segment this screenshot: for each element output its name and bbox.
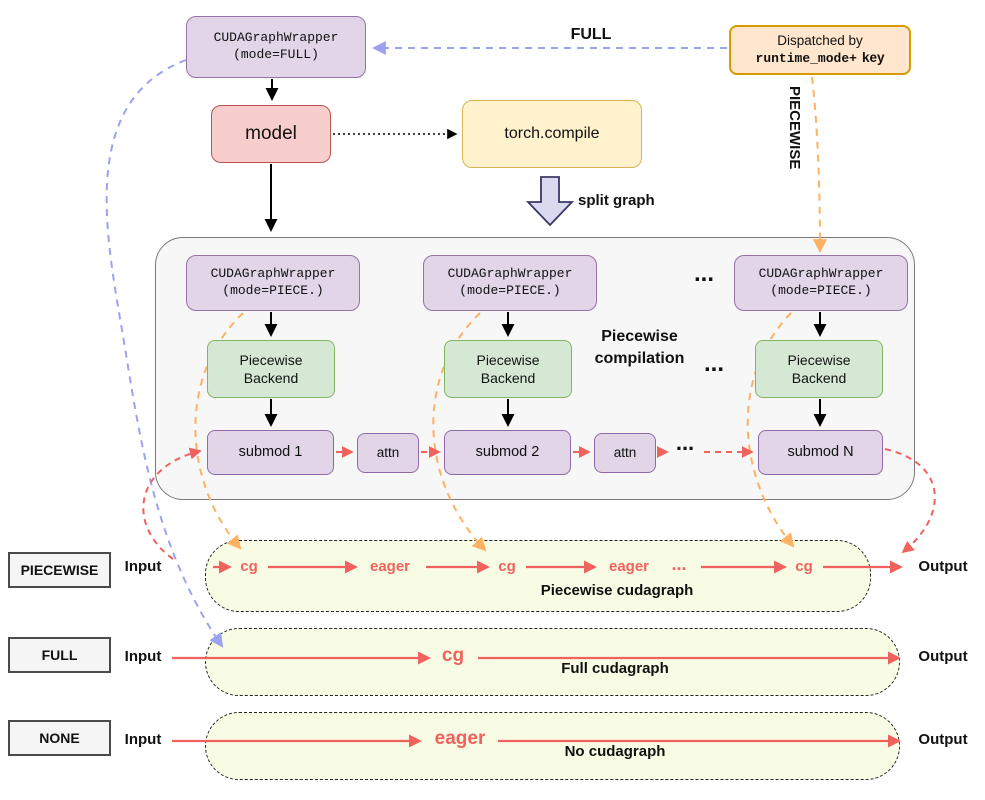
full-cudagraph-caption: Full cudagraph bbox=[561, 660, 669, 677]
dispatched-by-box: Dispatched by runtime_mode+key bbox=[729, 25, 911, 75]
piecewise-compilation-title: Piecewise compilation bbox=[572, 326, 707, 369]
piecewise-cg-2: cg bbox=[498, 558, 516, 575]
submodN-box: submod N bbox=[758, 430, 883, 475]
title-line2: compilation bbox=[594, 349, 685, 367]
piecewise-eager-1: eager bbox=[369, 558, 411, 575]
wrapper2-line2: (mode=PIECE.) bbox=[459, 283, 561, 298]
none-output-label: Output bbox=[918, 731, 968, 748]
wrapper2-line1: CUDAGraphWrapper bbox=[447, 266, 573, 282]
submod2-box: submod 2 bbox=[444, 430, 571, 475]
attn-box-2: attn bbox=[594, 433, 656, 473]
full-cudagraph-container bbox=[205, 628, 900, 696]
split-graph-label: split graph bbox=[578, 192, 655, 209]
wrapper3-line2: (mode=PIECE.) bbox=[770, 283, 872, 298]
wrapper1-line1: CUDAGraphWrapper bbox=[210, 266, 336, 282]
full-input-label: Input bbox=[124, 648, 162, 665]
cudagraph-wrapper-piece-box-2: CUDAGraphWrapper (mode=PIECE.) bbox=[423, 255, 597, 311]
cudagraph-wrapper-piece-box-1: CUDAGraphWrapper (mode=PIECE.) bbox=[186, 255, 360, 311]
backend3-line1: Piecewise bbox=[787, 351, 851, 368]
wrapper-full-line2: (mode=FULL) bbox=[233, 47, 319, 62]
piecewise-eager-2: eager bbox=[608, 558, 650, 575]
full-output-label: Output bbox=[918, 648, 968, 665]
piecewise-input-label: Input bbox=[124, 558, 162, 575]
dispatcher-line1: Dispatched by bbox=[777, 32, 863, 48]
backend1-line2: Backend bbox=[243, 370, 299, 386]
backend3-line2: Backend bbox=[791, 370, 847, 386]
no-cudagraph-container bbox=[205, 712, 900, 780]
tag-full: FULL bbox=[8, 637, 111, 673]
wrappers-ellipsis: ... bbox=[693, 260, 714, 287]
backend2-line1: Piecewise bbox=[476, 351, 540, 368]
backend1-line1: Piecewise bbox=[239, 351, 303, 368]
piecewise-arrow-label: PIECEWISE bbox=[786, 86, 803, 170]
none-eager-label: eager bbox=[434, 728, 486, 749]
piecewise-cg-3: cg bbox=[795, 558, 813, 575]
no-cudagraph-caption: No cudagraph bbox=[564, 743, 666, 760]
tag-piecewise: PIECEWISE bbox=[8, 552, 111, 588]
full-arrow-label: FULL bbox=[570, 26, 612, 43]
cudagraph-wrapper-piece-box-3: CUDAGraphWrapper (mode=PIECE.) bbox=[734, 255, 908, 311]
backend2-line2: Backend bbox=[480, 370, 536, 386]
wrapper1-line2: (mode=PIECE.) bbox=[222, 283, 324, 298]
piecewise-backend-box-2: Piecewise Backend bbox=[444, 340, 572, 398]
wrapper-full-line1: CUDAGraphWrapper bbox=[213, 30, 339, 46]
title-line1: Piecewise bbox=[601, 328, 678, 345]
cudagraph-wrapper-full-box: CUDAGraphWrapper (mode=FULL) bbox=[186, 16, 366, 78]
submods-ellipsis: ... bbox=[675, 430, 695, 455]
piecewise-cudagraph-caption: Piecewise cudagraph bbox=[540, 582, 694, 599]
backends-ellipsis: ... bbox=[703, 350, 724, 377]
dispatch-piecewise-arrow bbox=[811, 76, 827, 254]
attn-box-1: attn bbox=[357, 433, 419, 473]
dispatcher-suffix: key bbox=[861, 50, 885, 66]
dispatcher-code: runtime_mode+ bbox=[755, 51, 857, 67]
piecewise-backend-box-3: Piecewise Backend bbox=[755, 340, 883, 398]
model-box: model bbox=[211, 105, 331, 163]
tag-none: NONE bbox=[8, 720, 111, 756]
piecewise-backend-box-1: Piecewise Backend bbox=[207, 340, 335, 398]
piecewise-flow-ellipsis: ... bbox=[671, 554, 687, 574]
wrapper3-line1: CUDAGraphWrapper bbox=[758, 266, 884, 282]
full-cg-label: cg bbox=[441, 645, 465, 666]
piecewise-output-label: Output bbox=[918, 558, 968, 575]
none-input-label: Input bbox=[124, 731, 162, 748]
piecewise-cg-1: cg bbox=[240, 558, 258, 575]
piecewise-cudagraph-container bbox=[205, 540, 871, 612]
torch-compile-box: torch.compile bbox=[462, 100, 642, 168]
split-graph-block-arrow bbox=[525, 176, 575, 227]
submod1-box: submod 1 bbox=[207, 430, 334, 475]
dispatcher-line2: runtime_mode+key bbox=[756, 49, 885, 68]
